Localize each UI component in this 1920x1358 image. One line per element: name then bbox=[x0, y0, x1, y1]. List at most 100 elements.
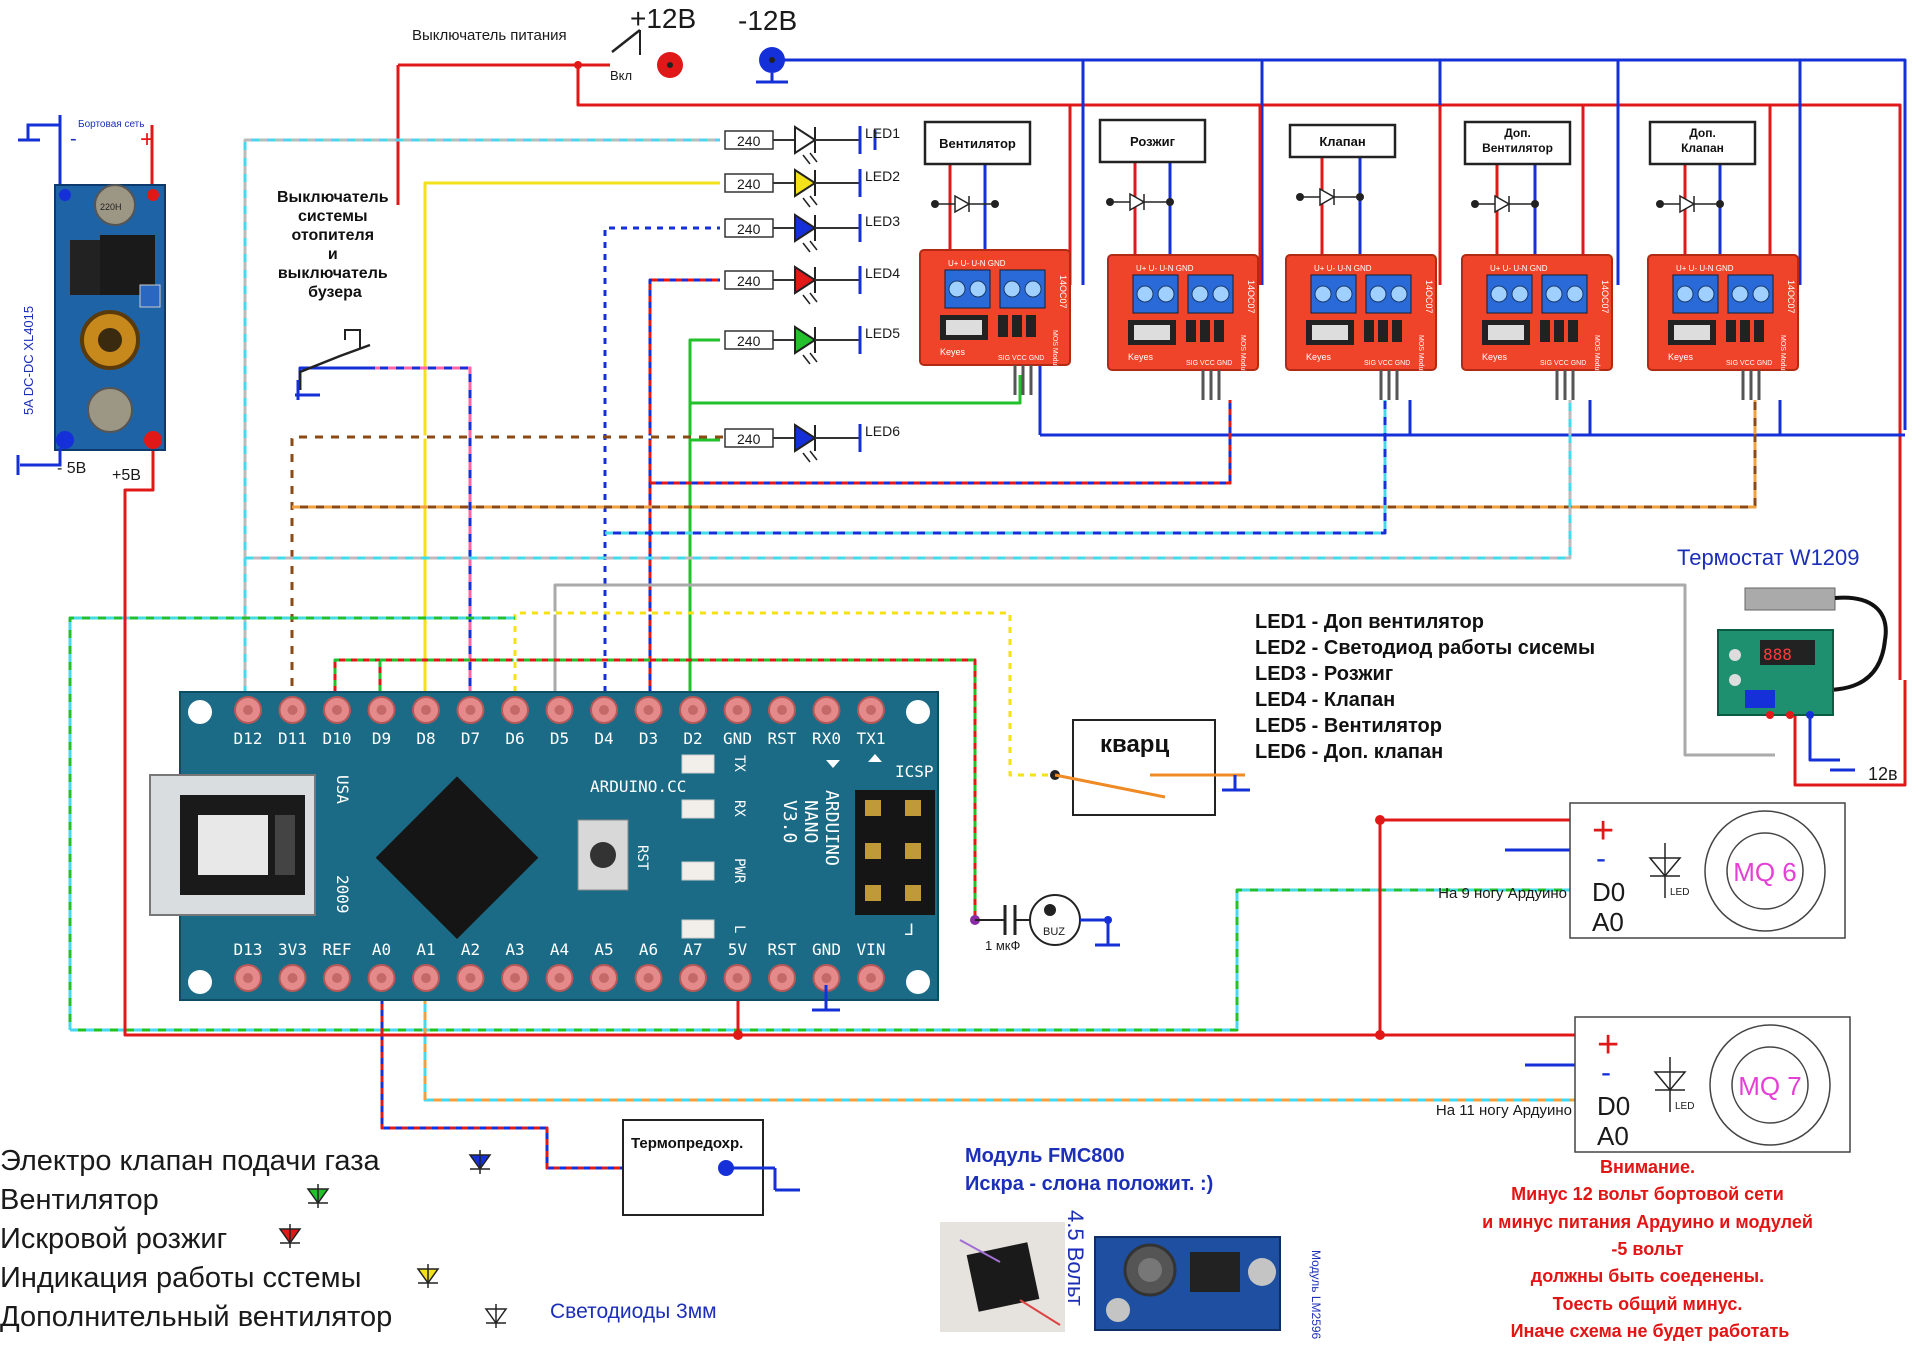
mosfet-keyes: Keyes bbox=[1668, 352, 1694, 362]
bottom-pin-label: A6 bbox=[639, 940, 658, 959]
top-pin-label: D8 bbox=[416, 729, 435, 748]
sensor-note: На 11 ногу Ардуино bbox=[1436, 1102, 1572, 1119]
system-switch: Выключатель системы отопителя и выключат… bbox=[277, 189, 389, 400]
resistor-value: 240 bbox=[737, 176, 761, 192]
top-pin-label: RST bbox=[768, 729, 797, 748]
load-box bbox=[1288, 123, 1397, 159]
quartz-label: кварц bbox=[1100, 731, 1169, 758]
mosfet-keyes: Keyes bbox=[1482, 352, 1508, 362]
led-icon bbox=[794, 423, 817, 453]
bottom-pin-label: D13 bbox=[234, 940, 263, 959]
sensor-minus: - bbox=[1601, 1056, 1611, 1089]
mosfet-pins-bottom: SIG VCC GND bbox=[1540, 360, 1586, 367]
load-box bbox=[1648, 120, 1757, 166]
system-switch-symbol[interactable] bbox=[298, 343, 371, 390]
power-switch-group: Выключатель питания +12В -12В Вкл bbox=[412, 3, 797, 84]
diode-icon bbox=[1679, 194, 1696, 214]
led-icon bbox=[794, 213, 817, 243]
mosfet-pins-top: U+ U- U-N GND bbox=[1314, 264, 1372, 273]
bottom-legend-line-4: Индикация работы сстемы bbox=[0, 1262, 361, 1294]
sensor-led-label: LED bbox=[1675, 1101, 1694, 1112]
mosfet-module-label: MOS Module bbox=[1779, 335, 1786, 376]
model-silk-3: V3.0 bbox=[779, 800, 800, 843]
sensor-led-label: LED bbox=[1670, 887, 1689, 898]
led-icon bbox=[794, 265, 817, 295]
top-pin-label: RX0 bbox=[812, 729, 841, 748]
mosfet-chip: 14OC07 bbox=[1786, 280, 1796, 314]
legend-line-2: LED2 - Светодиод работы сисемы bbox=[1255, 637, 1595, 659]
legend-line-6: LED6 - Доп. клапан bbox=[1255, 741, 1443, 763]
resistor-value: 240 bbox=[737, 333, 761, 349]
svg-text:LED1 - Доп вентилятор LE: LED1 - Доп вентилятор LED2 - Светодиод р… bbox=[1255, 611, 1601, 763]
arduino-nano: RST TX RX PWR L ICSP ARDUINO.CC ARDUINO … bbox=[149, 691, 939, 1001]
bottom-pin-label: A7 bbox=[683, 940, 702, 959]
quartz-box bbox=[1072, 719, 1216, 816]
warning-line-6: Тоесть общий минус. bbox=[1553, 1294, 1743, 1314]
mosfet-pins-top: U+ U- U-N GND bbox=[948, 259, 1006, 268]
top-pin-label: GND bbox=[723, 729, 752, 748]
bottom-legend-line-1: Электро клапан подачи газа bbox=[0, 1145, 381, 1177]
mosfet-keyes: Keyes bbox=[1128, 352, 1154, 362]
icsp-silk: ICSP bbox=[895, 762, 934, 781]
bottom-legend-line-3: Искровой розжиг bbox=[0, 1223, 227, 1255]
bottom-legend-line-2: Вентилятор bbox=[0, 1184, 159, 1216]
sensor-plus: + bbox=[1592, 810, 1614, 852]
svg-text:220H: 220H bbox=[100, 202, 122, 212]
wire-plus12-bus bbox=[398, 63, 1902, 680]
svg-text:888: 888 bbox=[1763, 645, 1792, 664]
mosfet-chip: 14OC07 bbox=[1246, 280, 1256, 314]
year-silk: 2009 bbox=[333, 875, 352, 914]
resistor-value: 240 bbox=[737, 431, 761, 447]
bottom-pin-label: 5V bbox=[728, 940, 748, 959]
svg-text:Внимание. Минус 12 вольт: Внимание. Минус 12 вольт бортовой сети и… bbox=[1482, 1157, 1818, 1341]
bottom-pin-label: A5 bbox=[594, 940, 613, 959]
power-switch-label: Выключатель питания bbox=[412, 27, 567, 44]
top-pin-label: D3 bbox=[639, 729, 658, 748]
led-icon bbox=[794, 168, 817, 198]
fmc-subtitle: Искра - слона положит. :) bbox=[965, 1173, 1213, 1195]
warning-line-3: и минус питания Ардуино и модулей bbox=[1482, 1212, 1813, 1232]
rst-silk: RST bbox=[634, 845, 650, 871]
mcu-chip bbox=[375, 776, 539, 940]
mosfet-pins-top: U+ U- U-N GND bbox=[1490, 264, 1548, 273]
mosfet-pins-top: U+ U- U-N GND bbox=[1136, 264, 1194, 273]
warning-line-7: Иначе схема не будет работать bbox=[1511, 1321, 1790, 1341]
load-title: Розжиг bbox=[1130, 134, 1176, 149]
mosfet-pins-bottom: SIG VCC GND bbox=[1364, 360, 1410, 367]
sensor-a0: A0 bbox=[1597, 1121, 1629, 1151]
load-box bbox=[1098, 118, 1207, 164]
thermofuse-label: Термопредохр. bbox=[631, 1135, 743, 1152]
power-switch[interactable] bbox=[611, 29, 641, 53]
top-pin-label: D2 bbox=[683, 729, 702, 748]
bottom-pin-label: A0 bbox=[372, 940, 391, 959]
diode-icon bbox=[1494, 194, 1511, 214]
led-label: LED2 bbox=[865, 168, 900, 184]
bottom-pin-label: GND bbox=[812, 940, 841, 959]
sensor-note: На 9 ногу Ардуино bbox=[1438, 885, 1567, 902]
warning: Внимание. Минус 12 вольт бортовой сети и… bbox=[1482, 1157, 1818, 1341]
warning-line-4: -5 вольт bbox=[1611, 1239, 1683, 1259]
load-title: Вентилятор bbox=[1482, 141, 1553, 155]
svg-text:⅃: ⅃ bbox=[905, 920, 914, 939]
sensor-minus: - bbox=[1596, 842, 1606, 875]
sensor-name: MQ 7 bbox=[1738, 1071, 1802, 1101]
top-pin-label: D6 bbox=[505, 729, 524, 748]
led-size-note: Светодиоды 3мм bbox=[550, 1300, 717, 1323]
mosfet-pins-bottom: SIG VCC GND bbox=[1726, 360, 1772, 367]
legend-line-1: LED1 - Доп вентилятор bbox=[1255, 611, 1484, 633]
usa-silk: USA bbox=[333, 775, 352, 804]
led-label: LED4 bbox=[865, 265, 900, 281]
load-box bbox=[923, 120, 1032, 166]
buzzer: 1 мкФ BUZ bbox=[970, 894, 1120, 953]
mosfet-keyes: Keyes bbox=[940, 347, 966, 357]
